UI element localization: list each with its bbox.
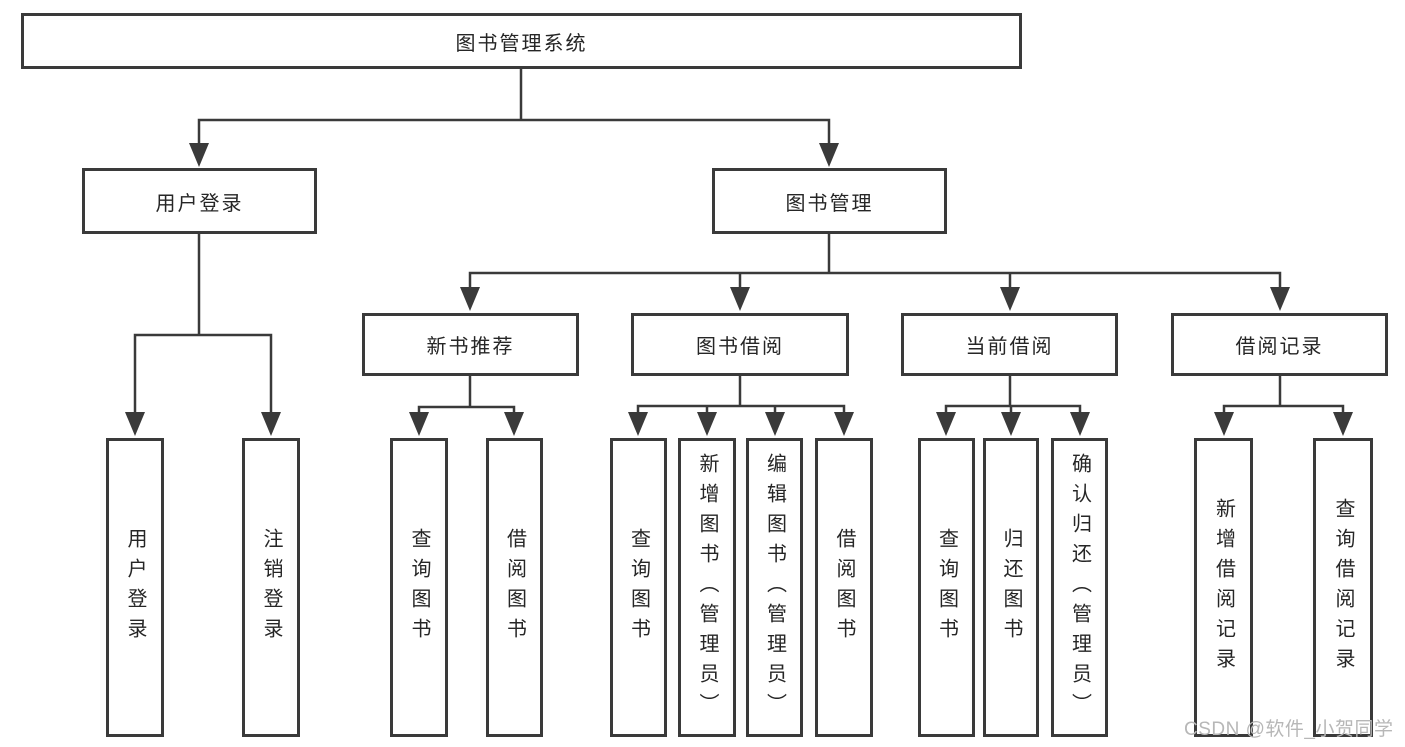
leaf-edit-book-admin-label: 编辑图书（管理员）: [763, 452, 786, 723]
leaf-return-book-label: 归还图书: [1000, 527, 1022, 648]
leaf-query-book-3-label: 查询图书: [935, 527, 958, 648]
leaf-add-book-admin-label: 新增图书（管理员）: [696, 452, 718, 723]
node-book-borrow-label: 图书借阅: [696, 336, 784, 358]
leaf-borrow-book-1: 借阅图书: [486, 438, 543, 737]
node-current-borrow-label: 当前借阅: [965, 336, 1054, 358]
leaf-return-book: 归还图书: [983, 438, 1039, 737]
leaf-add-borrow-record-label: 新增借阅记录: [1212, 497, 1235, 678]
leaf-add-borrow-record: 新增借阅记录: [1194, 438, 1253, 737]
leaf-logout: 注销登录: [242, 438, 300, 737]
leaf-borrow-book-2-label: 借阅图书: [833, 527, 855, 648]
leaf-edit-book-admin: 编辑图书（管理员）: [746, 438, 803, 737]
arrowheads: [125, 143, 1353, 436]
leaf-query-book-2-label: 查询图书: [627, 527, 650, 648]
node-current-borrow: 当前借阅: [901, 313, 1118, 376]
node-new-book-recommend: 新书推荐: [362, 313, 579, 376]
leaf-confirm-return-admin-label: 确认归还（管理员）: [1068, 452, 1091, 723]
node-borrow-records-label: 借阅记录: [1235, 336, 1324, 358]
leaf-query-book-3: 查询图书: [918, 438, 975, 737]
node-borrow-records: 借阅记录: [1171, 313, 1388, 376]
csdn-watermark: CSDN @软件_小贺同学: [1184, 719, 1394, 740]
leaf-borrow-book-1-label: 借阅图书: [503, 527, 526, 648]
leaf-confirm-return-admin: 确认归还（管理员）: [1051, 438, 1108, 737]
leaf-query-book-1: 查询图书: [390, 438, 448, 737]
node-user-login-label: 用户登录: [155, 192, 244, 215]
node-book-management-label: 图书管理: [785, 192, 874, 215]
leaf-query-borrow-record-label: 查询借阅记录: [1332, 497, 1354, 678]
node-book-borrow: 图书借阅: [631, 313, 849, 376]
leaf-add-book-admin: 新增图书（管理员）: [678, 438, 736, 737]
node-root-label: 图书管理系统: [455, 32, 588, 55]
leaf-query-book-2: 查询图书: [610, 438, 667, 737]
node-new-book-recommend-label: 新书推荐: [426, 336, 515, 358]
node-user-login: 用户登录: [82, 168, 317, 234]
leaf-query-book-1-label: 查询图书: [408, 527, 430, 648]
leaf-user-login: 用户登录: [106, 438, 164, 737]
leaf-user-login-label: 用户登录: [124, 527, 146, 648]
leaf-logout-label: 注销登录: [260, 527, 282, 648]
leaf-query-borrow-record: 查询借阅记录: [1313, 438, 1373, 737]
node-root: 图书管理系统: [21, 13, 1022, 69]
node-book-management: 图书管理: [712, 168, 947, 234]
leaf-borrow-book-2: 借阅图书: [815, 438, 873, 737]
